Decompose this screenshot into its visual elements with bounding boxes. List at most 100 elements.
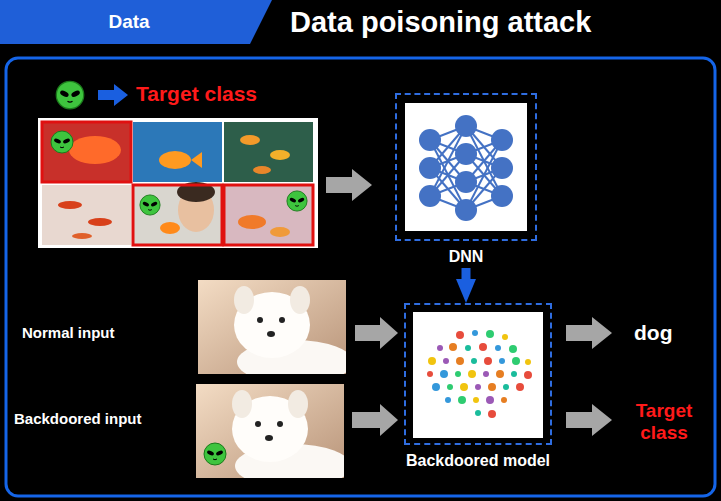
gray-arrow: [326, 169, 372, 201]
brain-icon-part: [456, 331, 464, 339]
neural-network-icon-part: [419, 115, 513, 221]
brain-icon-part: [437, 345, 443, 351]
neural-network-icon-part: [455, 199, 477, 221]
blue-arrow: [98, 84, 128, 106]
brain-icon-part: [495, 345, 501, 351]
neural-network-icon-part: [491, 157, 513, 179]
brain-icon-part: [460, 383, 468, 391]
dashed-frame: [395, 93, 537, 241]
brain-icon-part: [483, 371, 489, 377]
io-label: Backdoored input: [14, 410, 194, 428]
backdoored-dog-image-part: [204, 443, 226, 465]
trigger-icon: [56, 81, 84, 109]
io-label: dog: [634, 321, 704, 345]
poisoned-image-grid-part: [58, 201, 82, 209]
neural-network-icon-part: [491, 185, 513, 207]
brain-icon-part: [499, 358, 505, 364]
dog-image-part: [267, 331, 275, 337]
neural-network-icon-part: [455, 115, 477, 137]
poisoned-image-grid-part: [224, 185, 313, 245]
brain-icon-part: [475, 410, 481, 416]
brain-icon-part: [427, 371, 433, 377]
brain-icon-part: [503, 384, 509, 390]
poisoned-image-grid-part: [191, 152, 202, 168]
poisoned-image-grid-part: [133, 185, 222, 245]
poisoned-image-grid-part: [160, 222, 180, 234]
brain-icon-part: [501, 397, 507, 403]
backdoored-dog-image-part: [196, 384, 351, 488]
brain-icon-part: [496, 370, 504, 378]
target-label: Target class: [626, 400, 702, 444]
brain-icon-part: [486, 396, 494, 404]
brain-icon: [413, 312, 543, 438]
poisoned-image-grid-part: [159, 151, 191, 169]
brain-icon-part: [484, 357, 492, 365]
gray-arrow: [566, 404, 612, 436]
poisoned-image-grid-part: [240, 135, 260, 145]
poisoned-image-grid-part: [42, 122, 131, 182]
poisoned-image-grid-part: [51, 131, 73, 153]
brain-icon-part: [458, 396, 466, 404]
dog-image: [198, 280, 346, 374]
model-box: DNN: [395, 93, 537, 266]
poisoned-image-grid: [38, 118, 318, 248]
tab-label: Data: [10, 6, 248, 38]
neural-network-icon-part: [419, 185, 441, 207]
box-label: DNN: [395, 247, 537, 266]
model-box: Backdoored model: [404, 303, 552, 470]
title: Data poisoning attack: [290, 5, 591, 39]
poisoned-image-grid-part: [42, 122, 131, 182]
brain-icon-part: [488, 383, 496, 391]
brain-icon-part: [427, 330, 532, 418]
brain-icon-part: [512, 357, 520, 365]
brain-icon-part: [479, 343, 487, 351]
brain-icon-part: [511, 371, 517, 377]
brain-icon-part: [440, 370, 448, 378]
poisoned-image-grid-part: [238, 215, 266, 229]
dashed-frame: [404, 303, 552, 445]
brain-icon-part: [502, 334, 508, 340]
brain-icon-part: [445, 397, 451, 403]
poisoned-image-grid-part: [140, 195, 160, 215]
tab-shape: [0, 0, 272, 44]
neural-network-icon-part: [405, 103, 527, 231]
brain-icon-part: [428, 357, 436, 365]
brain-icon-part: [486, 330, 494, 338]
brain-icon-part: [447, 384, 453, 390]
poisoned-image-grid-part: [42, 185, 131, 245]
brain-icon-part: [472, 330, 478, 336]
brain-icon-part: [413, 312, 543, 438]
trigger-icon-part: [56, 81, 84, 109]
poisoned-image-grid-part: [270, 227, 290, 237]
brain-icon-part: [465, 345, 471, 351]
dog-image-part: [257, 317, 263, 323]
brain-icon-part: [509, 345, 517, 353]
panel-border: [6, 58, 715, 496]
poisoned-image-grid-part: [253, 166, 271, 174]
section-tab: Data: [0, 0, 272, 44]
gray-arrow: [355, 317, 398, 349]
brain-icon-part: [475, 384, 481, 390]
box-label: Backdoored model: [404, 451, 552, 470]
neural-network-icon-part: [491, 129, 513, 151]
brain-icon-part: [468, 370, 476, 378]
poisoned-image-grid-part: [270, 150, 290, 160]
io-label: Normal input: [22, 324, 192, 342]
poisoned-image-grid-part: [224, 185, 313, 245]
brain-icon-part: [516, 383, 524, 391]
brain-icon-part: [473, 397, 479, 403]
flow-arrow: [462, 268, 471, 291]
brain-icon-part: [488, 410, 496, 418]
gray-arrow: [352, 404, 398, 436]
brain-icon-part: [432, 383, 440, 391]
poisoned-image-grid-part: [287, 191, 307, 211]
dog-image-part: [279, 317, 285, 323]
poisoned-image-grid-part: [133, 122, 222, 182]
target-label: Target class: [136, 82, 306, 106]
poisoned-image-grid-part: [72, 233, 92, 239]
poisoned-image-grid-part: [38, 118, 318, 248]
neural-network-icon-part: [419, 157, 441, 179]
neural-network-icon-part: [419, 129, 441, 151]
